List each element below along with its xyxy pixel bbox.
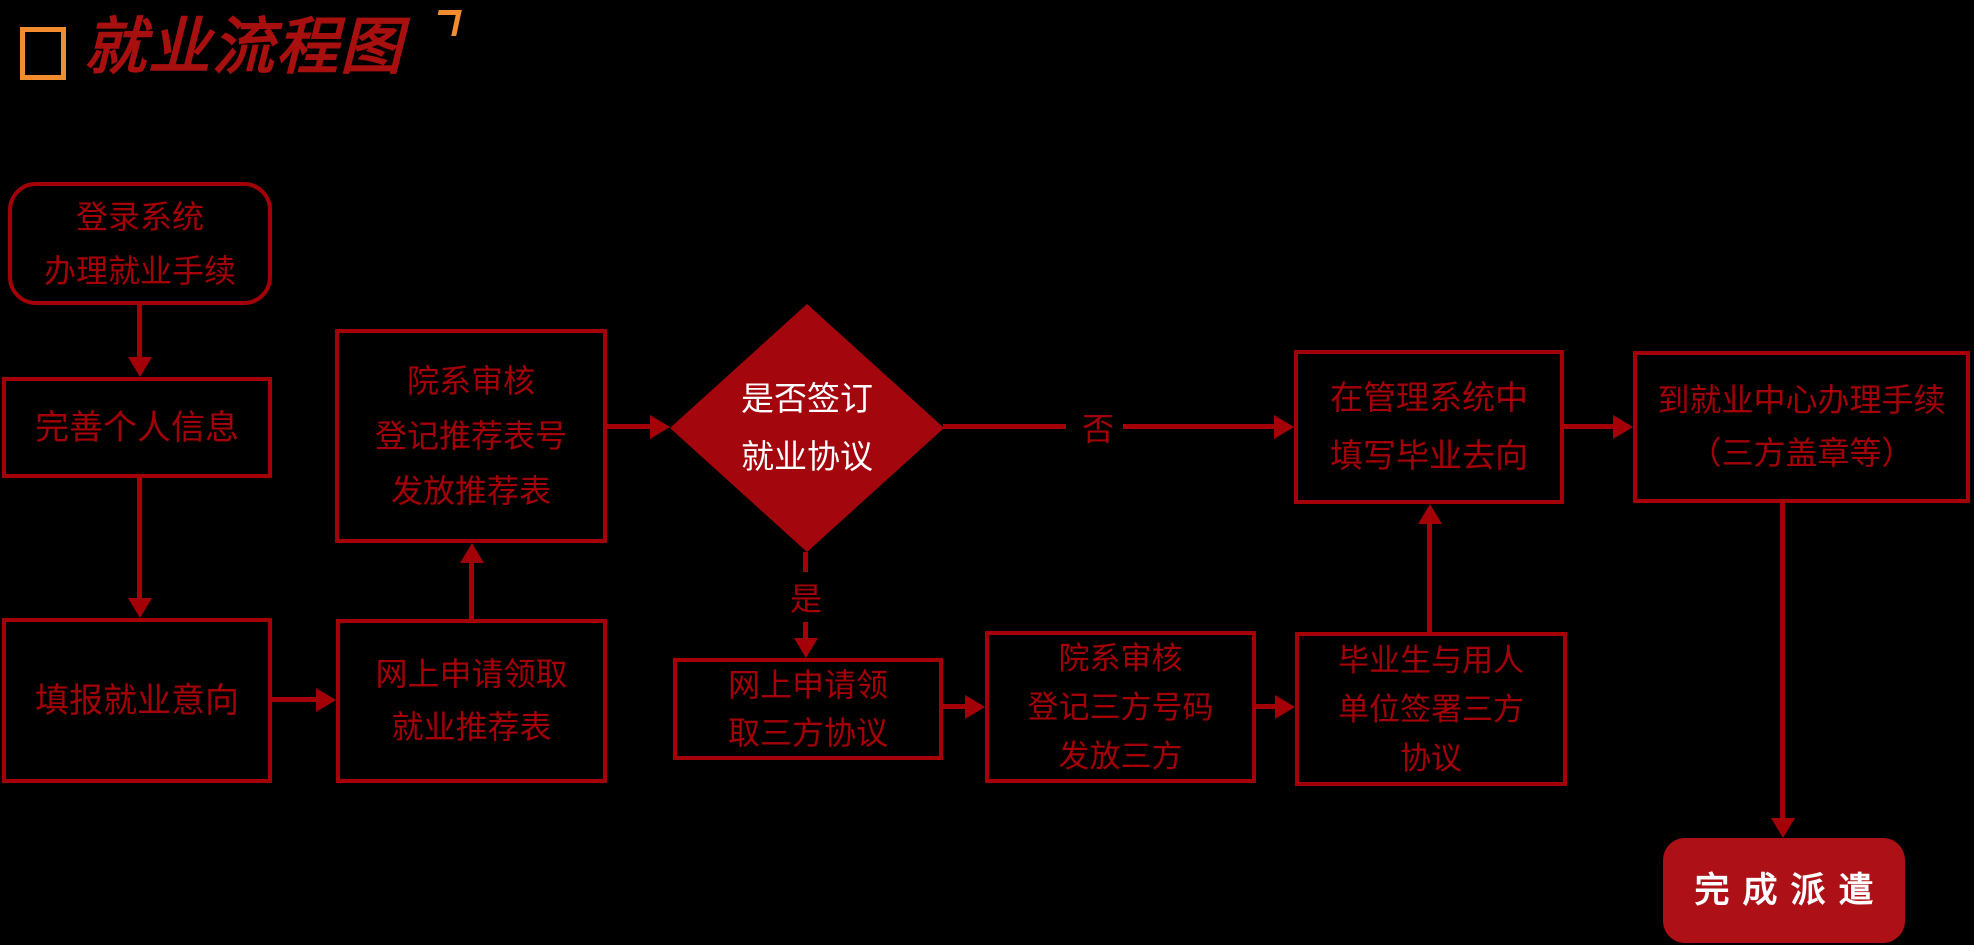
node-employment-center-procedures: 到就业中心办理手续 （三方盖章等） [1633,351,1970,503]
arrow-deptagree-to-sign-head-icon [1275,695,1295,719]
arrow-sign-to-destination-head-icon [1418,504,1442,524]
node-sign-tripartite-agreement: 毕业生与用人 单位签署三方 协议 [1295,632,1567,786]
arrow-deptrec-to-decision-shaft [607,424,652,429]
arrow-info-to-intention-shaft [137,478,142,598]
node-apply-recommendation-form: 网上申请领取 就业推荐表 [336,619,607,783]
node-fill-employment-intention: 填报就业意向 [2,618,272,783]
arrow-deptagree-to-sign-shaft [1256,704,1277,709]
arrow-applyrec-to-deptrec-head-icon [460,543,484,563]
arrow-yes-shaft [803,622,808,638]
page-title: 就业流程图 [84,13,405,82]
arrow-login-to-info-head-icon [128,357,152,377]
arrow-intention-to-applyrec-head-icon [316,688,336,712]
node-complete-personal-info: 完善个人信息 [2,377,272,478]
arrow-applyagree-to-deptagree-shaft [943,704,967,709]
arrow-intention-to-applyrec-shaft [272,697,318,702]
title-bullet-square-icon [20,27,66,80]
node-fill-graduation-destination: 在管理系统中 填写毕业去向 [1294,350,1564,504]
arrow-center-to-end-shaft [1780,503,1785,820]
arrow-destination-to-center-head-icon [1613,415,1633,439]
edge-label-yes: 是 [784,580,828,618]
arrow-applyrec-to-deptrec-shaft [469,561,474,619]
arrow-destination-to-center-shaft [1564,424,1615,429]
edge-label-no: 否 [1076,410,1120,448]
arrow-applyagree-to-deptagree-head-icon [965,695,985,719]
arrow-yes-head-icon [794,638,818,658]
arrow-no-shaft-right [1123,424,1276,429]
arrow-info-to-intention-head-icon [128,598,152,618]
arrow-deptrec-to-decision-head-icon [650,415,670,439]
arrow-login-to-info-shaft [137,305,142,359]
arrow-no-shaft-left [943,424,1066,429]
node-dept-review-recommendation: 院系审核 登记推荐表号 发放推荐表 [335,329,607,543]
arrow-center-to-end-head-icon [1771,818,1795,838]
node-complete-dispatch: 完成派遣 [1663,838,1905,943]
title-corner-bracket-icon [433,10,462,36]
arrow-no-head-icon [1274,415,1294,439]
node-dept-review-tripartite: 院系审核 登记三方号码 发放三方 [985,631,1256,783]
node-login-system: 登录系统 办理就业手续 [8,182,272,305]
node-decision-sign-agreement: 是否签订 就业协议 [670,304,944,552]
node-apply-tripartite-agreement: 网上申请领 取三方协议 [673,658,943,760]
arrow-sign-to-destination-shaft [1427,522,1432,632]
decision-bottom-stub [803,552,808,572]
